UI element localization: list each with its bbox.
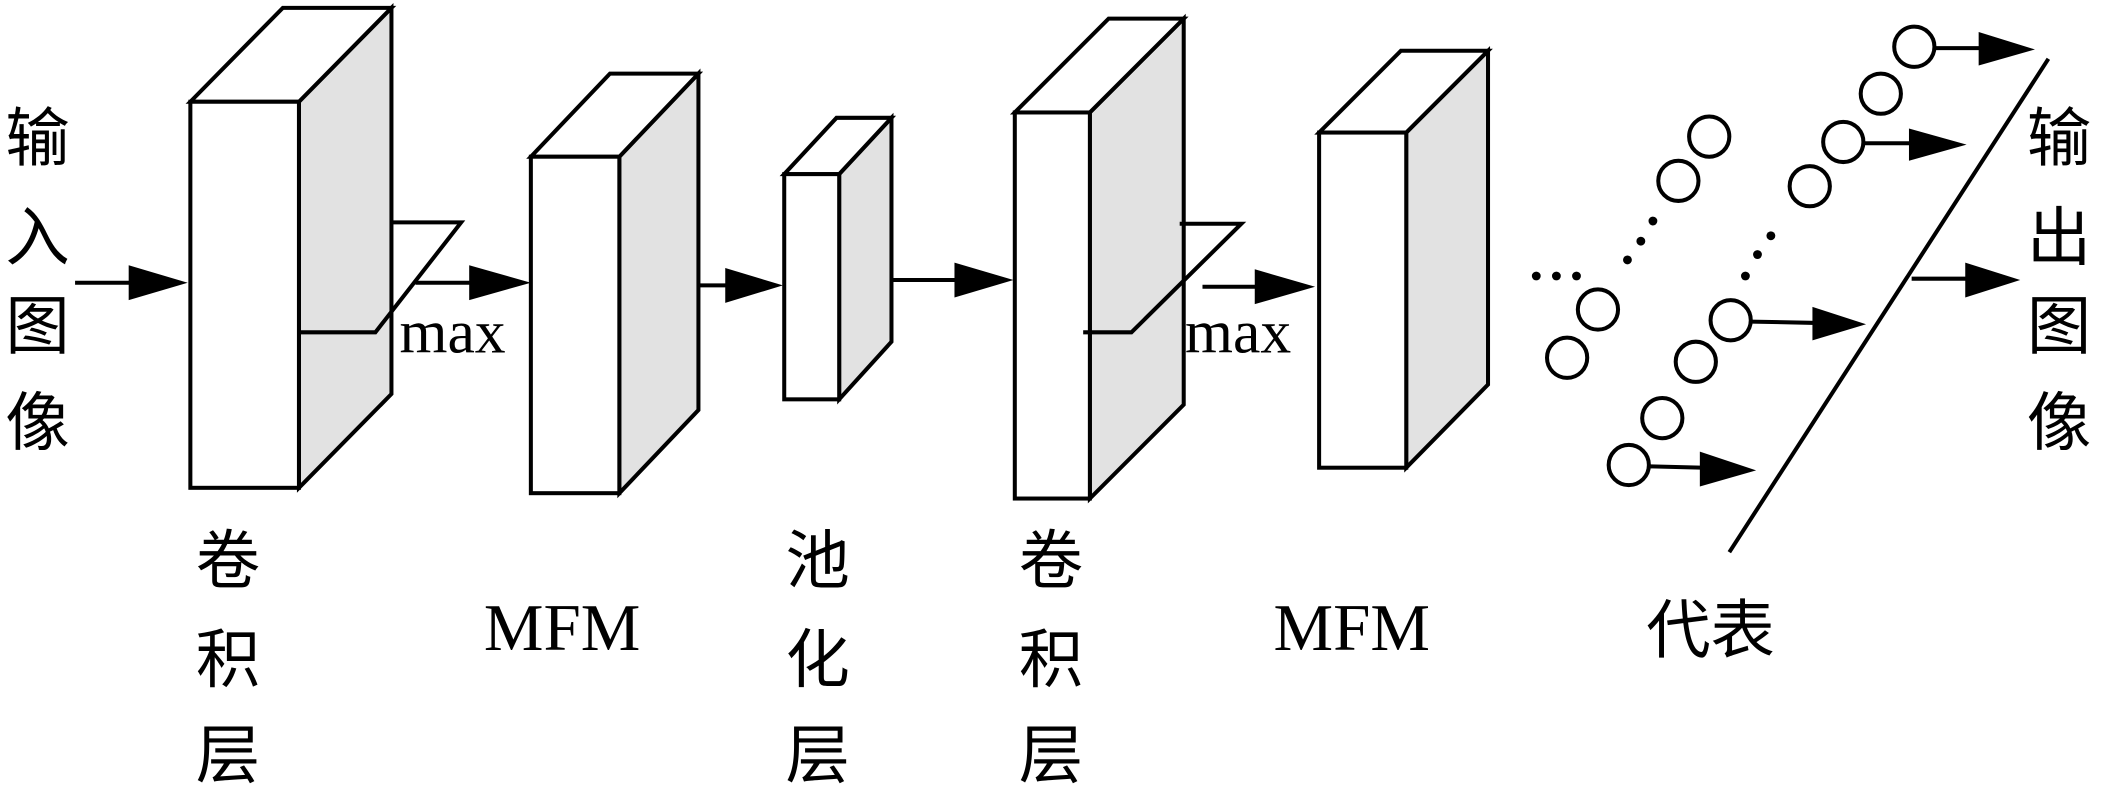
neuron-node [1858,71,1903,116]
pooling-layer-label: 池 化 层 [786,524,850,793]
mfm-layer-1-label: MFM [484,591,640,665]
neuron-node [1640,395,1685,441]
input-label-char: 图 [5,289,69,364]
ellipsis-dot [1551,271,1561,281]
input-label-char: 像 [5,386,69,461]
conv-layer-1-block [185,2,397,493]
neuron-node [1687,114,1732,159]
representation-neurons [1531,24,2051,554]
output-label-char: 图 [2027,289,2091,364]
neuron-node [1544,335,1590,380]
pool-label-char: 层 [786,718,850,793]
max-slice-1: max [298,220,531,366]
neuron-node [1787,164,1832,209]
ellipsis-dot [1766,231,1776,241]
ellipsis-dot [1623,255,1632,265]
output-label-char: 像 [2027,386,2091,461]
max-op-label-2: max [1185,298,1291,366]
ellipsis-dot [1636,236,1646,246]
conv2-label-char: 积 [1019,623,1083,698]
output-label-char: 输 [2027,102,2091,177]
max-op-label-1: max [399,298,505,366]
neuron-node [1656,158,1701,203]
neuron-node [1821,119,1866,165]
input-label-char: 入 [5,201,69,276]
ellipsis-dot [1531,271,1541,281]
neuron-node [1673,339,1718,384]
ellipsis-dot [1740,271,1750,281]
conv2-label-char: 卷 [1019,524,1083,599]
output-label: 输 出 图 像 [2027,102,2091,461]
pool-label-char: 化 [786,623,850,698]
arrow-pool-to-conv2 [891,262,1014,298]
mfm-layer-2-label: MFM [1274,591,1430,665]
neuron-node [1606,442,1651,488]
representation-label: 代表 [1646,594,1775,669]
input-arrow [75,265,188,301]
max-slice-2: max [1083,221,1316,366]
conv-layer-1-label: 卷 积 层 [196,524,260,793]
output-label-char: 出 [2027,201,2091,276]
conv-layer-2-label: 卷 积 层 [1019,524,1083,793]
conv1-label-char: 层 [196,718,260,793]
conv1-label-char: 卷 [196,524,260,599]
ellipsis-dot [1648,216,1658,226]
mfm-layer-1-block [526,68,704,499]
conv1-label-char: 积 [196,623,260,698]
ellipsis-dot [1572,271,1581,281]
ellipsis-dot [1753,250,1762,259]
input-label: 输 入 图 像 [5,102,69,461]
conv2-label-char: 层 [1019,718,1083,793]
neuron-node [1708,298,1753,343]
mfm-layer-2-block [1314,45,1493,473]
arrow-mfm1-to-pool [698,267,783,303]
pool-label-char: 池 [786,524,850,599]
pooling-layer-block [779,112,897,405]
conv-layer-2-block [1009,13,1189,504]
input-label-char: 输 [5,102,69,177]
neuron-node [1892,24,1937,69]
neuron-node [1575,287,1621,332]
